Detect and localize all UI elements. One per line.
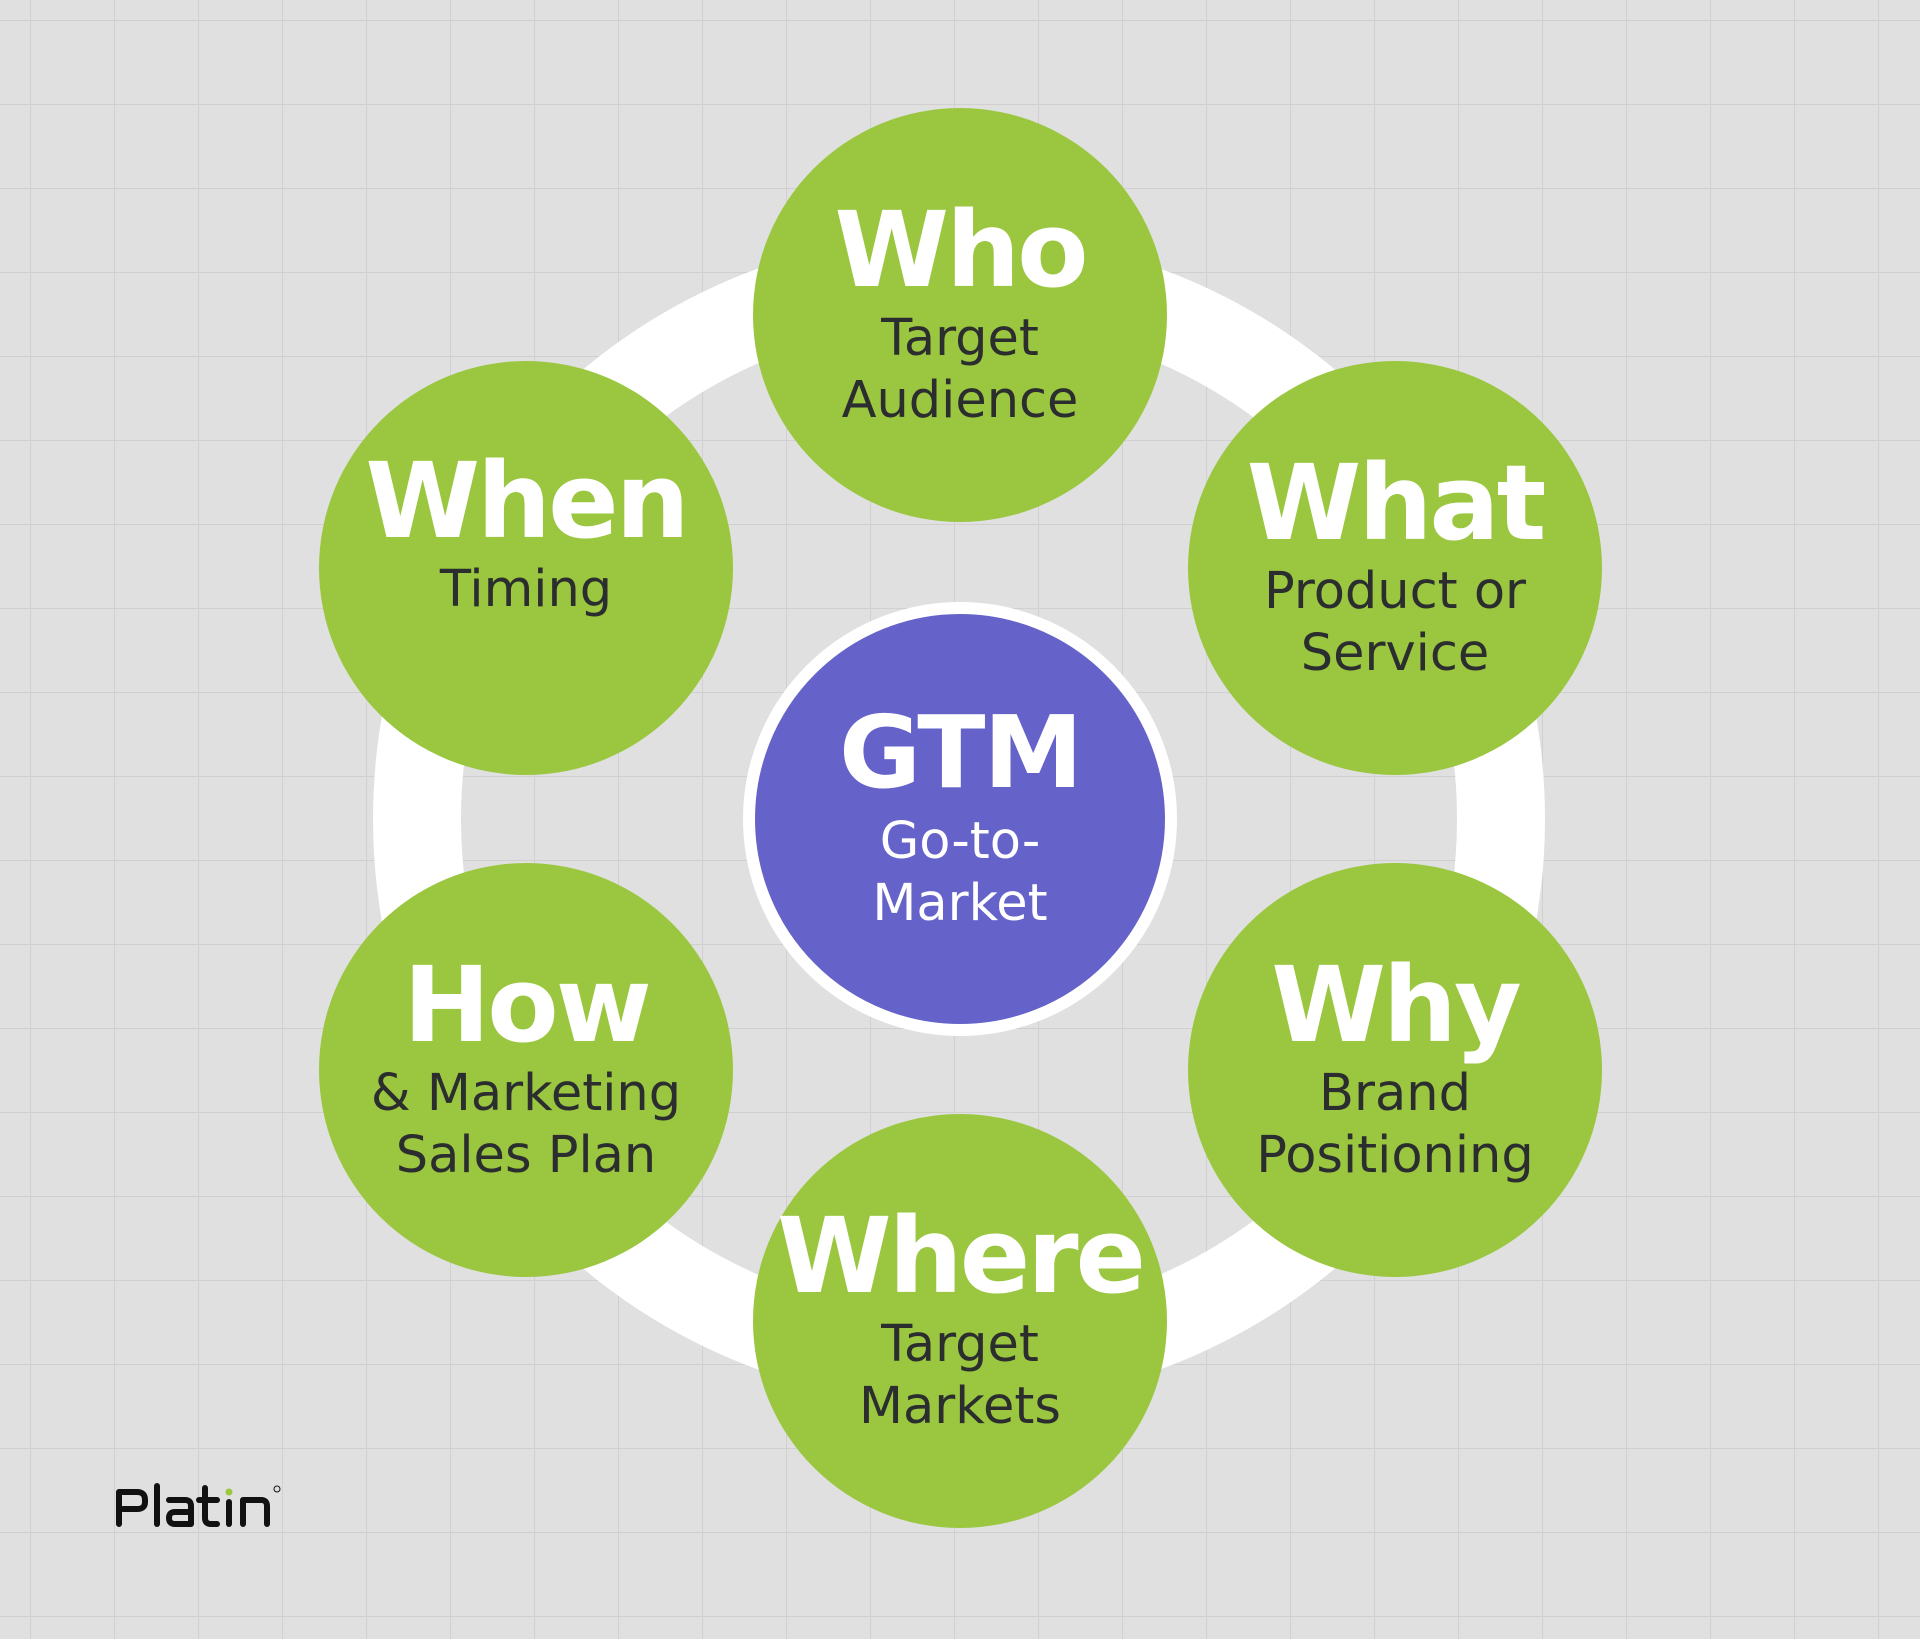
node-where-title: Where <box>776 1195 1146 1317</box>
node-why-line2: Positioning <box>1256 1126 1534 1185</box>
node-why: Why Brand Positioning <box>1188 863 1602 1277</box>
node-who-line2: Audience <box>841 371 1079 430</box>
node-where: Where Target Markets <box>753 1114 1167 1528</box>
center-title: GTM <box>838 694 1083 811</box>
center-subtitle-line2: Market <box>872 874 1048 933</box>
node-what-line1: Product or <box>1263 562 1527 621</box>
node-when-title: When <box>365 440 689 562</box>
node-why-title: Why <box>1271 944 1522 1066</box>
node-how-title: How <box>403 944 652 1066</box>
node-when: When Timing <box>319 361 733 775</box>
center-gtm: GTM Go-to- Market <box>743 602 1177 1036</box>
node-where-line2: Markets <box>859 1377 1061 1436</box>
node-who-title: Who <box>834 189 1088 311</box>
node-where-line1: Target <box>881 1315 1039 1374</box>
node-how-line1: & Marketing <box>370 1064 682 1123</box>
node-why-line1: Brand <box>1319 1064 1471 1123</box>
node-who-line1: Target <box>881 309 1039 368</box>
node-what: What Product or Service <box>1188 361 1602 775</box>
platin-logo <box>116 1483 281 1527</box>
node-who: Who Target Audience <box>753 108 1167 522</box>
center-subtitle-line1: Go-to- <box>879 812 1041 871</box>
node-what-title: What <box>1246 442 1547 564</box>
node-when-line1: Timing <box>439 560 613 619</box>
node-how: How & Marketing Sales Plan <box>319 863 733 1277</box>
node-what-line2: Service <box>1300 624 1490 683</box>
node-how-line2: Sales Plan <box>395 1126 657 1185</box>
